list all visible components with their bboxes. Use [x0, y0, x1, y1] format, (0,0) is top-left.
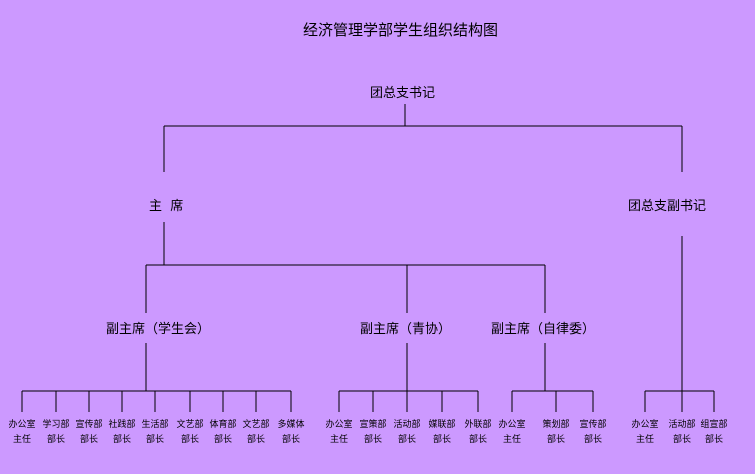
- department-label: 宣传部部长: [75, 420, 103, 445]
- node-vice-chair-volunteer-assoc: 副主席（青协）: [360, 322, 452, 337]
- department-label: 外联部部长: [464, 420, 492, 445]
- department-label: 活动部部长: [668, 420, 696, 445]
- department-label: 生活部部长: [141, 420, 169, 445]
- department-label: 文艺部部长: [176, 420, 204, 445]
- department-label: 活动部部长: [393, 420, 421, 445]
- department-label: 文艺部部长: [242, 420, 270, 445]
- department-label: 办公室主任: [325, 420, 353, 445]
- department-label: 社践部部长: [108, 420, 136, 445]
- department-label: 宣传部部长: [579, 420, 607, 445]
- node-league-secretary: 团总支书记: [370, 86, 436, 101]
- department-label: 办公室主任: [631, 420, 659, 445]
- department-label: 学习部部长: [42, 420, 70, 445]
- department-label: 多媒体部长: [277, 420, 305, 445]
- department-label: 策划部部长: [542, 420, 570, 445]
- node-chairman: 主 席: [149, 199, 184, 214]
- node-vice-chair-student-union: 副主席（学生会）: [106, 322, 211, 337]
- department-label: 组宣部部长: [700, 420, 728, 445]
- department-label: 媒联部部长: [428, 420, 456, 445]
- node-vice-chair-self-discipline: 副主席（自律委）: [491, 322, 596, 337]
- chart-title: 经济管理学部学生组织结构图: [303, 21, 499, 39]
- department-label: 办公室主任: [8, 420, 36, 445]
- department-label: 体育部部长: [209, 420, 237, 445]
- department-label: 宣策部部长: [359, 420, 387, 445]
- node-deputy-secretary: 团总支副书记: [628, 199, 707, 214]
- department-label: 办公室主任: [498, 420, 526, 445]
